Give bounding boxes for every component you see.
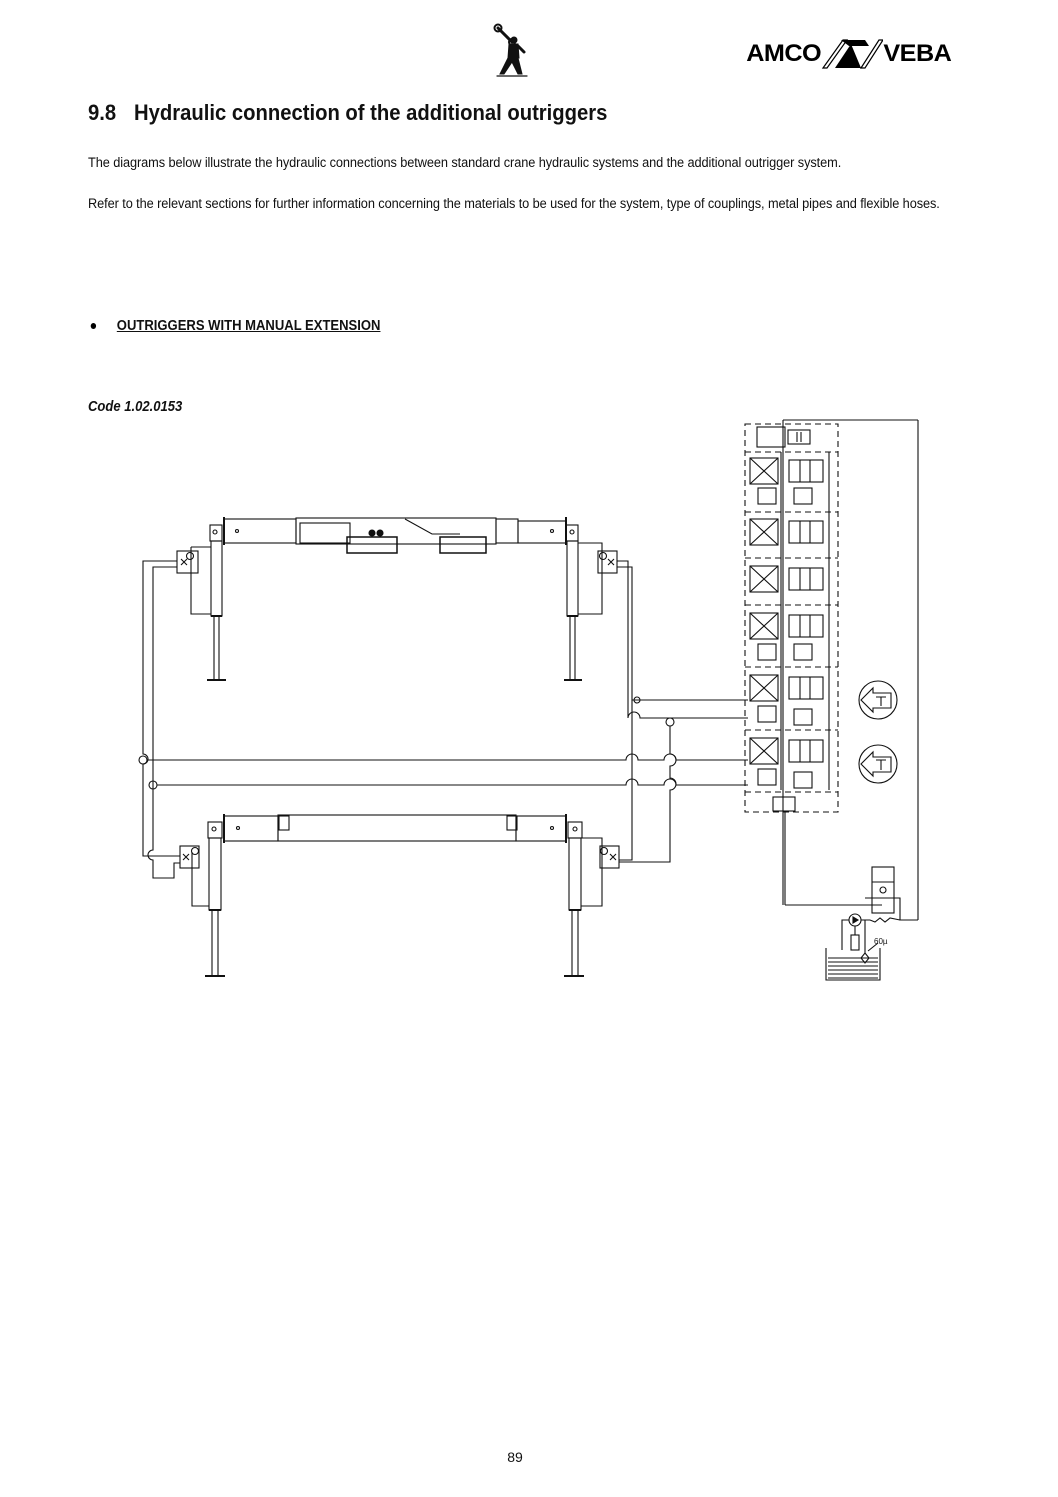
amco-veba-logo: AMCO VEBA	[746, 36, 958, 72]
figure-code: Code 1.02.0153	[88, 399, 183, 415]
outrigger-cylinder-left-front	[176, 524, 226, 681]
front-outrigger-beam	[223, 517, 567, 554]
outrigger-cylinder-right-rear	[564, 821, 620, 977]
reference-paragraph: Refer to the relevant sections for furth…	[88, 196, 940, 212]
rear-outrigger-beam	[223, 814, 567, 843]
oil-tank	[825, 920, 881, 981]
section-heading: 9.8 Hydraulic connection of the additiona…	[88, 100, 607, 126]
section-number: 9.8	[88, 100, 117, 125]
bullet-dot-icon	[90, 323, 97, 329]
mechanic-logo-icon	[492, 22, 532, 78]
hydraulic-pipes	[138, 560, 748, 879]
page-number: 89	[507, 1449, 523, 1465]
bullet-label: OUTRIGGERS WITH MANUAL EXTENSION	[116, 318, 381, 334]
brand-right-text: VEBA	[883, 40, 952, 67]
control-valve-bank	[744, 419, 919, 920]
section-title: Hydraulic connection of the additional o…	[134, 100, 608, 125]
outrigger-extend-symbol	[858, 680, 898, 720]
filter-label: 60µ	[874, 937, 888, 946]
outrigger-retract-symbol	[858, 744, 898, 784]
brand-left-text: AMCO	[746, 40, 822, 67]
solenoid-valve	[865, 866, 918, 921]
outrigger-cylinder-right-front	[564, 524, 618, 681]
outrigger-cylinder-left-rear	[179, 821, 225, 977]
intro-paragraph: The diagrams below illustrate the hydrau…	[88, 155, 842, 171]
bullet-item: OUTRIGGERS WITH MANUAL EXTENSION	[88, 318, 380, 334]
pump	[841, 913, 901, 951]
